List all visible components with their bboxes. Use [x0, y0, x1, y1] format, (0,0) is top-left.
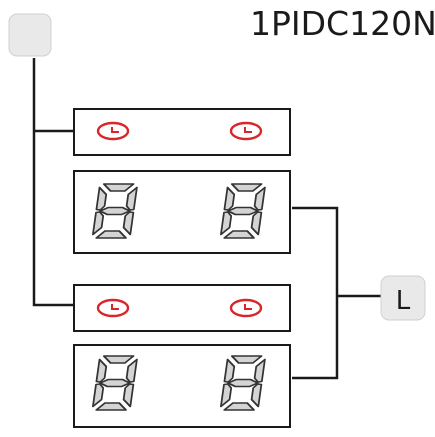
digit-display-zone-2-right — [220, 355, 266, 411]
seg-f — [95, 358, 108, 383]
seg-g — [227, 206, 259, 216]
timer-icon[interactable] — [229, 298, 263, 318]
timer-icon[interactable] — [96, 121, 130, 141]
l-button[interactable] — [380, 275, 426, 321]
seg-f — [223, 358, 236, 383]
seg-c — [122, 211, 135, 236]
seg-c — [250, 383, 263, 408]
seg-c — [122, 383, 135, 408]
l-button-label: L — [395, 286, 411, 316]
seg-d — [95, 402, 127, 411]
digit-link-line-1 — [292, 206, 339, 296]
digit-display-zone-2-left — [92, 355, 138, 411]
seg-g — [227, 378, 259, 388]
seg-c — [250, 211, 263, 236]
timer-icon[interactable] — [96, 298, 130, 318]
seg-f — [95, 186, 108, 211]
seg-g — [99, 378, 131, 388]
seg-e — [92, 211, 105, 236]
seg-a — [102, 355, 135, 364]
seg-a — [230, 183, 263, 192]
digit-display-zone-1-left — [92, 183, 138, 239]
seg-a — [102, 183, 135, 192]
digit-link-line-2 — [292, 296, 339, 380]
seg-b — [125, 358, 138, 383]
seg-e — [220, 383, 233, 408]
seg-d — [95, 230, 127, 239]
seg-b — [253, 186, 266, 211]
timer-panel-zone-2 — [73, 284, 291, 332]
timer-panel-zone-1 — [73, 108, 291, 156]
seven-segment-digit — [220, 183, 266, 239]
digit-display-zone-1-right — [220, 183, 266, 239]
left-trunk-line — [32, 58, 74, 307]
top-button[interactable] — [8, 13, 52, 57]
seg-b — [125, 186, 138, 211]
seg-a — [230, 355, 263, 364]
seg-e — [92, 383, 105, 408]
seg-b — [253, 358, 266, 383]
connector-lines — [32, 58, 381, 380]
seg-f — [223, 186, 236, 211]
seven-segment-digit — [92, 183, 138, 239]
seg-d — [223, 402, 255, 411]
seg-g — [99, 206, 131, 216]
model-label: 1PIDC120N — [250, 4, 435, 43]
seg-e — [220, 211, 233, 236]
seven-segment-digit — [220, 355, 266, 411]
seven-segment-digit — [92, 355, 138, 411]
timer-icon[interactable] — [229, 121, 263, 141]
seg-d — [223, 230, 255, 239]
